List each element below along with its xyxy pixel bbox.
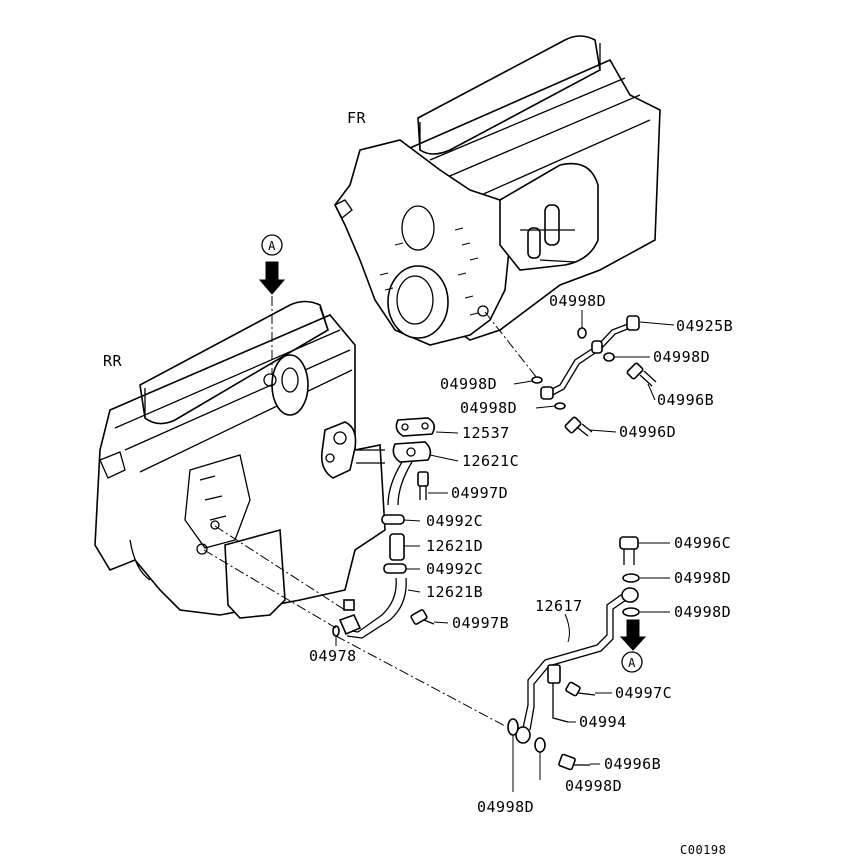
bolt-04996D [564, 416, 593, 437]
callout-04998D-bottom1: 04998D [477, 798, 534, 816]
label-fr: FR [347, 109, 367, 127]
label-rr: RR [103, 352, 123, 370]
callout-04992C-1: 04992C [426, 512, 483, 530]
reference-a-top: A [258, 234, 286, 375]
callout-04998D-r2: 04998D [674, 569, 731, 587]
callout-labels: FR RR 04998D 04925B 04998D 04998D 04996B… [103, 109, 733, 857]
callout-04998D-left1: 04998D [440, 375, 497, 393]
bolt-04996B-upper [626, 362, 657, 387]
callout-04996B-upper: 04996B [657, 391, 714, 409]
callout-04996C: 04996C [674, 534, 731, 552]
callout-12621B: 12621B [426, 583, 483, 601]
callout-04998D-top: 04998D [549, 292, 606, 310]
middle-tube-assembly [203, 417, 506, 727]
callout-12621D: 12621D [426, 537, 483, 555]
callout-04998D-left2: 04998D [460, 399, 517, 417]
diagram-code: C00198 [680, 843, 726, 857]
front-engine-drawing [334, 35, 661, 346]
callout-04997D: 04997D [451, 484, 508, 502]
callout-04998D-r3: 04998D [674, 603, 731, 621]
callout-04925B: 04925B [676, 317, 733, 335]
callout-04997C: 04997C [615, 684, 672, 702]
ref-a-bottom-label: A [628, 656, 636, 670]
callout-04998D-bottom2: 04998D [565, 777, 622, 795]
leader-lines [335, 310, 675, 792]
reference-a-bottom: A [619, 619, 647, 673]
callout-04996B-lower: 04996B [604, 755, 661, 773]
lower-pipe-assembly [507, 536, 640, 771]
rear-engine-drawing [94, 300, 386, 619]
ref-a-label: A [268, 239, 276, 253]
callout-04992C-2: 04992C [426, 560, 483, 578]
callout-04978: 04978 [309, 647, 357, 665]
callout-12537: 12537 [462, 424, 510, 442]
upper-pipe-assembly [484, 311, 657, 437]
callout-04998D-right1: 04998D [653, 348, 710, 366]
callout-04997B: 04997B [452, 614, 509, 632]
callout-12617: 12617 [535, 597, 583, 615]
callout-12621C: 12621C [462, 452, 519, 470]
callout-04996D: 04996D [619, 423, 676, 441]
callout-04994: 04994 [579, 713, 627, 731]
